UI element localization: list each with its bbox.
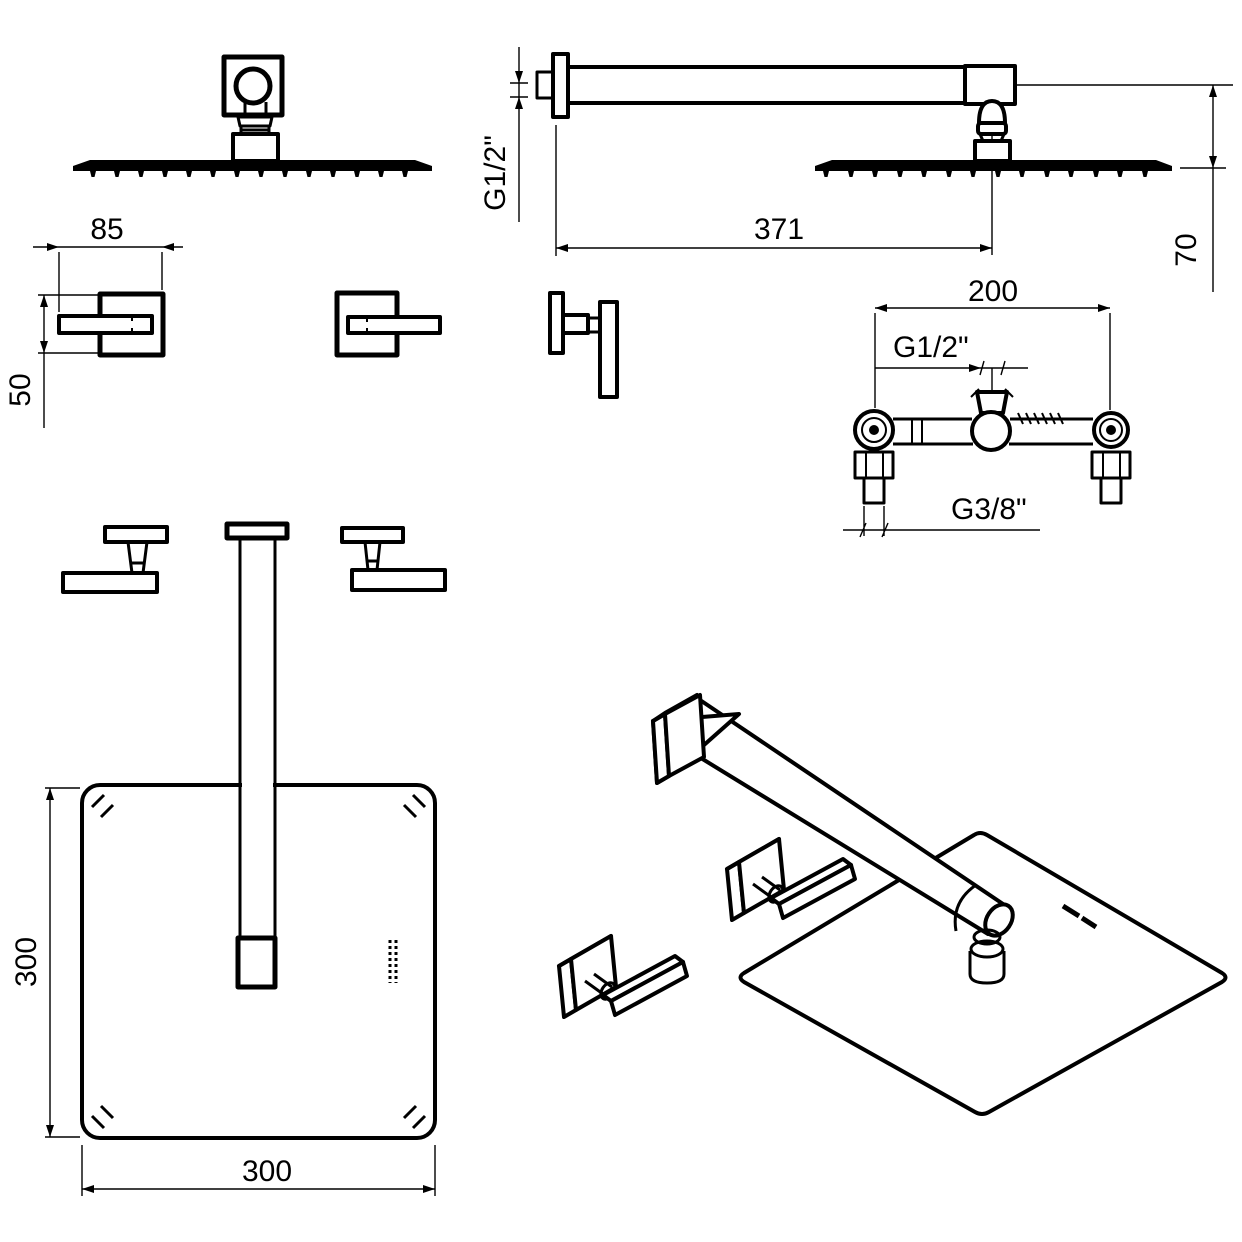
stem-top bbox=[126, 540, 149, 575]
thread-hatching bbox=[1017, 412, 1064, 425]
dim-200-label: 200 bbox=[968, 275, 1018, 308]
head-plate bbox=[815, 160, 1172, 171]
stem-top bbox=[363, 540, 382, 572]
inlet-stub-left bbox=[862, 476, 886, 505]
dimension-300-width: 300 bbox=[81, 1145, 436, 1196]
view-handle-top-left bbox=[61, 525, 169, 594]
dimension-85: 85 bbox=[33, 213, 183, 312]
wall-plate-top bbox=[340, 526, 405, 544]
arm-end-cap bbox=[983, 902, 1015, 938]
valve-inlet-thread-label: G3/8" bbox=[951, 493, 1027, 526]
dim-300-width-label: 300 bbox=[242, 1155, 292, 1188]
valve-center-body bbox=[970, 410, 1012, 452]
dimension-valve-outlet-thread: G1/2" bbox=[875, 331, 1028, 392]
view-arm-side bbox=[535, 52, 1233, 255]
handle-iso-lower bbox=[557, 934, 689, 1019]
corner-marks bbox=[90, 793, 427, 1130]
ball-neck bbox=[243, 102, 268, 117]
handle-lever bbox=[346, 315, 442, 335]
brand-mark bbox=[388, 940, 398, 983]
nozzles bbox=[823, 171, 1148, 177]
ball-ring-iso-1 bbox=[972, 928, 1002, 946]
dimension-200: 200 bbox=[874, 275, 1111, 410]
outlet-stub bbox=[975, 390, 1009, 415]
lever-top bbox=[350, 568, 447, 592]
arm-tube bbox=[566, 65, 969, 105]
dim-300-height-label: 300 bbox=[10, 937, 43, 987]
ball-dome bbox=[977, 99, 1007, 125]
brand-mark-iso bbox=[1061, 903, 1098, 930]
head-plate-iso bbox=[738, 831, 1228, 1116]
handle-stem bbox=[561, 313, 590, 335]
lever-top bbox=[61, 571, 159, 594]
collar bbox=[236, 115, 274, 136]
ball-ring-iso-2 bbox=[969, 939, 1005, 959]
dim-50-label: 50 bbox=[4, 373, 37, 406]
hex-nut-left bbox=[853, 450, 895, 480]
connector-block bbox=[231, 132, 280, 163]
valve-outlet-thread-label: G1/2" bbox=[893, 331, 969, 364]
wall-thread-stub bbox=[535, 70, 555, 100]
view-isometric bbox=[557, 693, 1228, 1116]
dim-85-label: 85 bbox=[90, 213, 123, 246]
arm-flange-iso bbox=[651, 693, 741, 785]
dimension-70: 70 bbox=[1170, 85, 1226, 292]
dimension-arm-thread: G1/2" bbox=[479, 47, 528, 222]
dimension-50: 50 bbox=[4, 294, 98, 428]
handle-iso-upper bbox=[725, 837, 857, 922]
handle-lever bbox=[57, 314, 154, 335]
arm-block-plan bbox=[235, 935, 278, 990]
head-connector bbox=[973, 139, 1012, 163]
ball-joint bbox=[233, 66, 273, 106]
view-valve-body bbox=[853, 388, 1132, 505]
wall-flange bbox=[551, 52, 570, 119]
inlet-stub-right bbox=[1099, 476, 1123, 505]
nozzles bbox=[90, 171, 408, 177]
view-handle-front-left bbox=[57, 291, 166, 358]
arm-section-line bbox=[953, 883, 977, 932]
view-handle-front-right bbox=[334, 290, 442, 358]
valve-pipe bbox=[893, 417, 1093, 446]
arm-tube-iso bbox=[676, 698, 1008, 936]
wall-plate-top bbox=[103, 525, 169, 544]
dimension-300-height: 300 bbox=[10, 787, 80, 1138]
arm-thread-label: G1/2" bbox=[479, 135, 512, 211]
view-handle-top-right bbox=[340, 526, 447, 592]
dim-70-label: 70 bbox=[1170, 233, 1203, 266]
head-plate bbox=[73, 160, 432, 171]
dim-371-label: 371 bbox=[754, 213, 804, 246]
view-head-plan bbox=[80, 521, 437, 1140]
hex-nut-right bbox=[1090, 450, 1132, 480]
view-showerhead-side bbox=[73, 54, 432, 177]
arm-tube-plan bbox=[238, 538, 277, 938]
dimension-valve-inlet-thread: G3/8" bbox=[843, 493, 1040, 538]
view-handle-side bbox=[548, 291, 619, 399]
arm-elbow bbox=[963, 64, 1017, 106]
dimension-371: 371 bbox=[555, 125, 992, 256]
ball-ring bbox=[976, 121, 1008, 136]
arm-flange-plan bbox=[224, 521, 290, 541]
handle-lever bbox=[598, 300, 619, 399]
ball-cylinder-iso bbox=[968, 951, 1006, 985]
